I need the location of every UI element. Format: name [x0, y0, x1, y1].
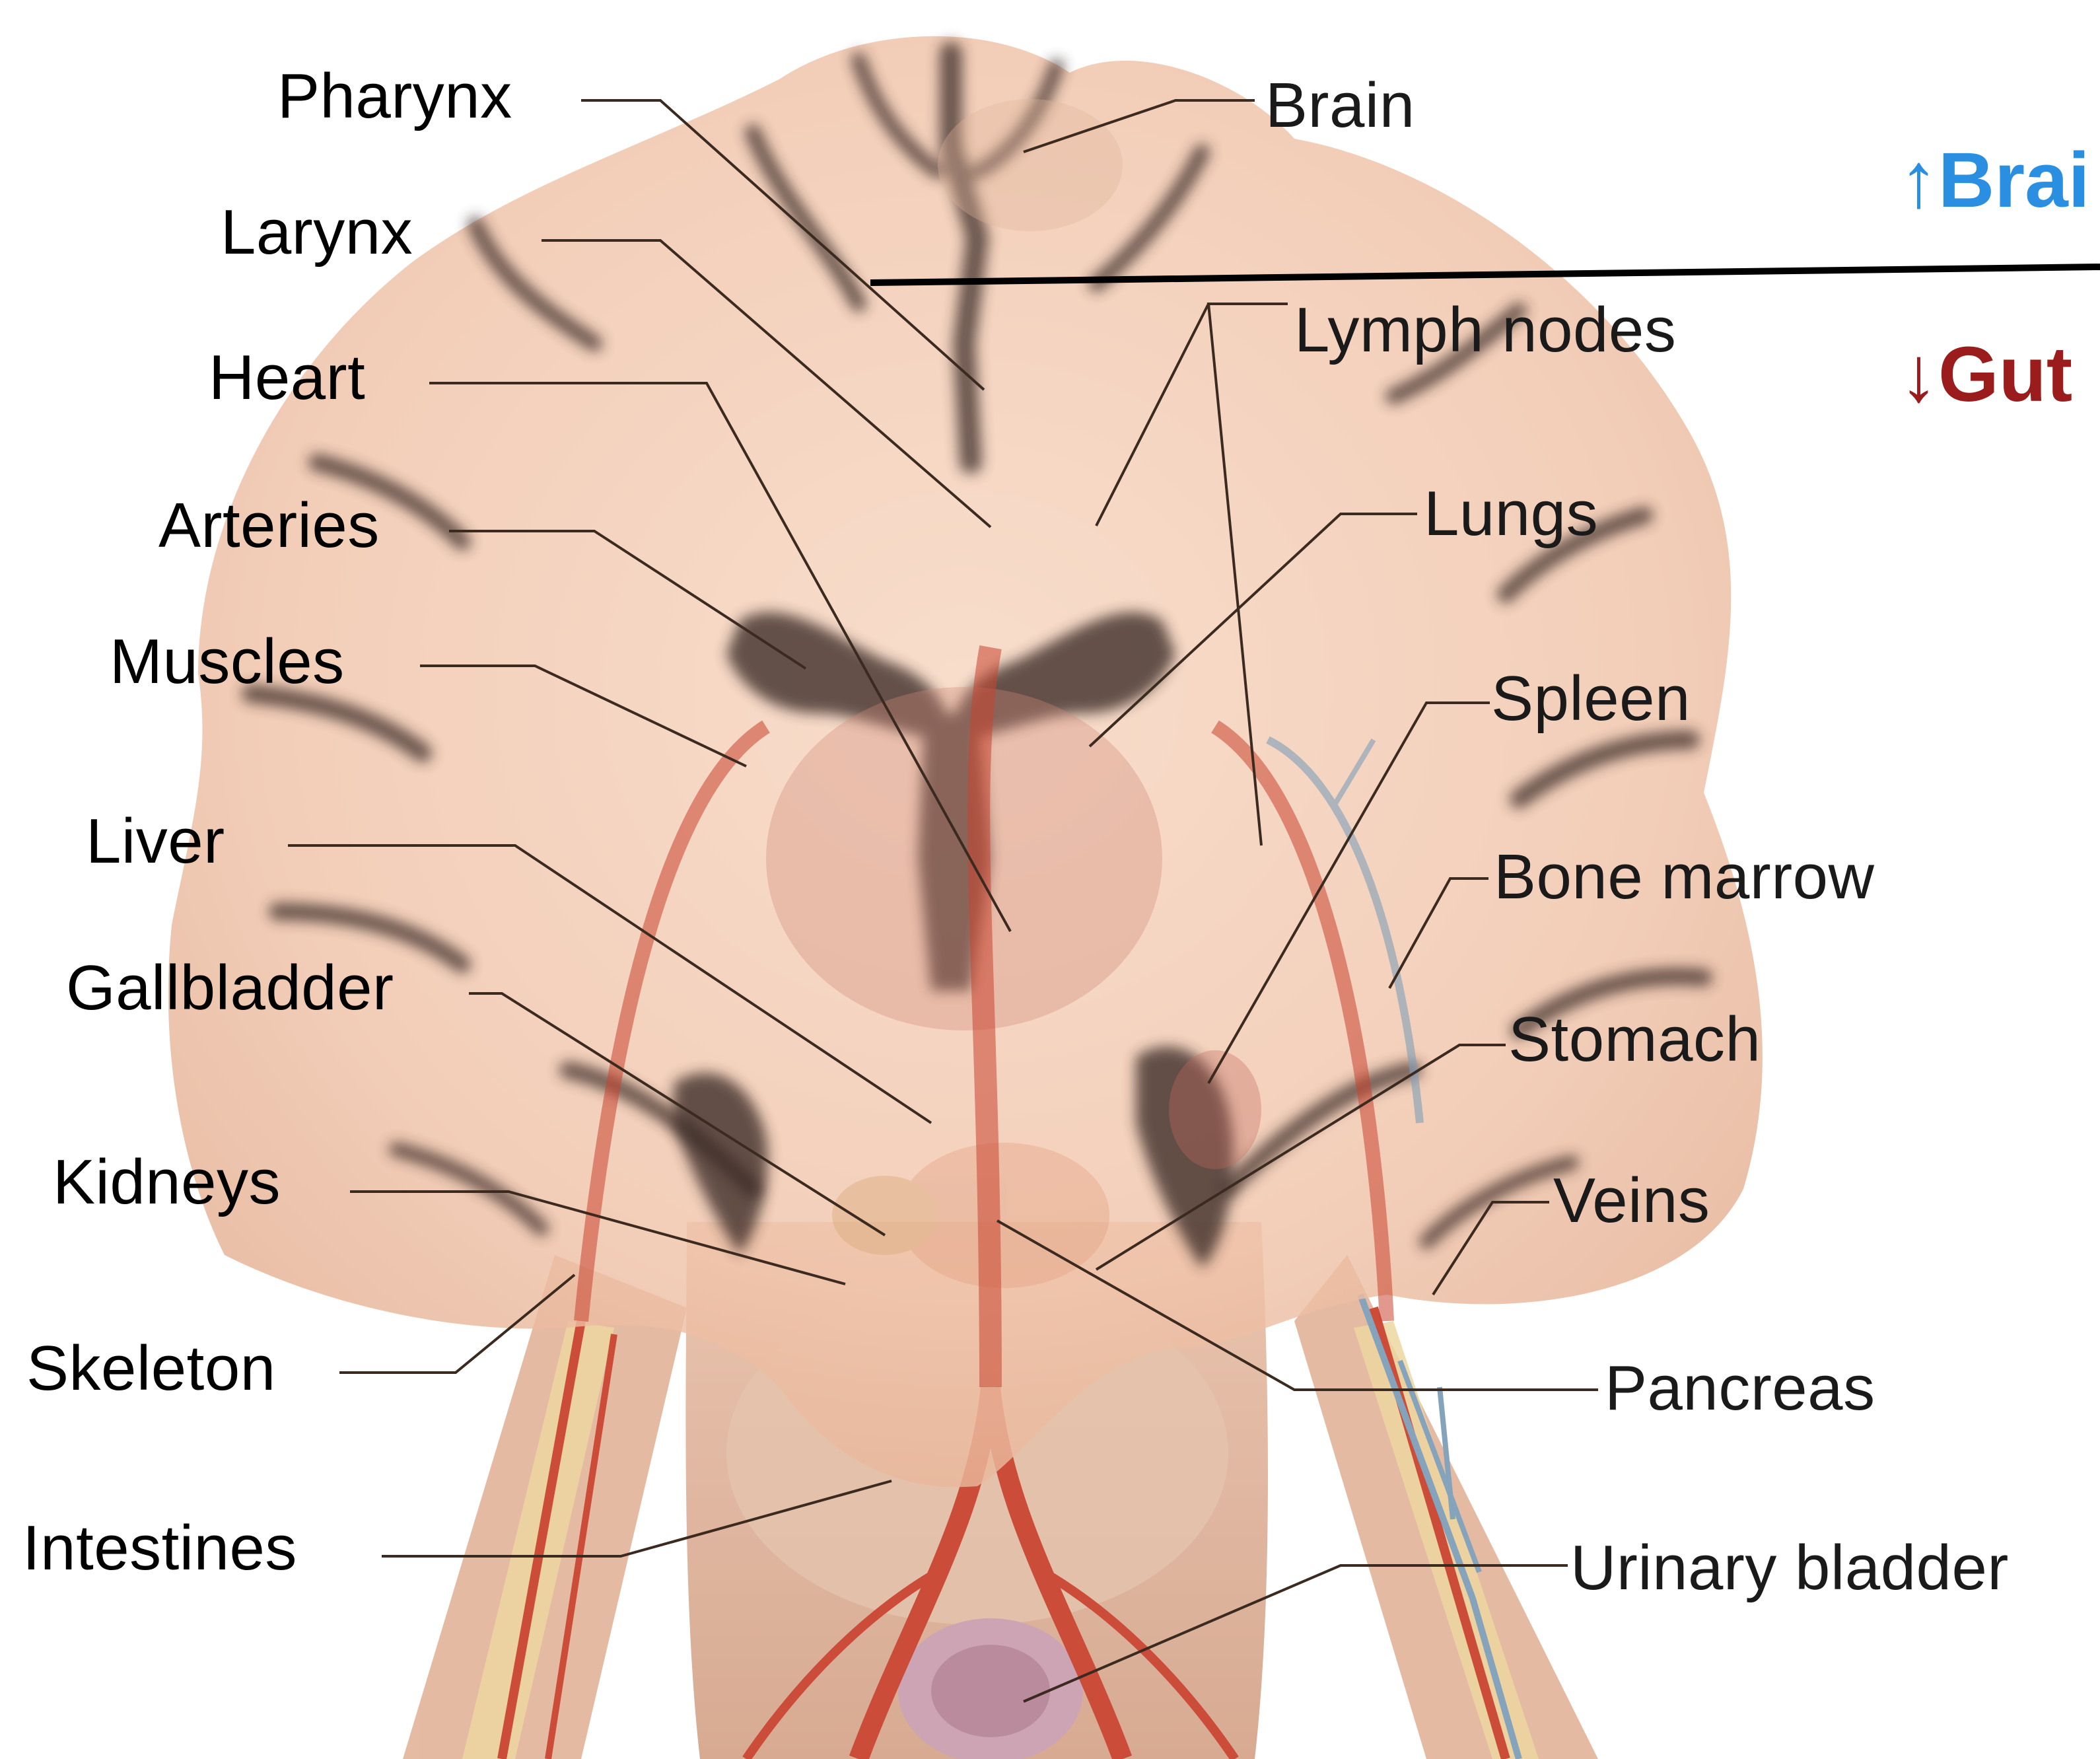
label-gallbladder: Gallbladder [66, 956, 394, 1020]
label-skeleton: Skeleton [26, 1337, 276, 1400]
label-intestines: Intestines [22, 1517, 297, 1580]
label-pancreas: Pancreas [1605, 1357, 1875, 1420]
label-lymph-nodes: Lymph nodes [1294, 299, 1676, 362]
label-larynx: Larynx [221, 201, 413, 264]
label-stomach: Stomach [1508, 1008, 1761, 1071]
label-veins: Veins [1553, 1169, 1710, 1233]
label-brain: Brain [1265, 74, 1415, 137]
label-kidneys: Kidneys [53, 1151, 281, 1214]
label-arteries: Arteries [158, 494, 380, 557]
label-urinary-bladder: Urinary bladder [1570, 1536, 2009, 1600]
label-heart: Heart [209, 346, 365, 410]
label-liver: Liver [86, 810, 225, 873]
label-pharynx: Pharynx [277, 65, 512, 128]
brain-up-label: ↑Brai [1899, 141, 2090, 219]
label-lungs: Lungs [1424, 482, 1598, 546]
label-spleen: Spleen [1491, 667, 1691, 731]
label-bone-marrow: Bone marrow [1494, 845, 1874, 909]
gut-down-label: ↓Gut [1899, 336, 2072, 413]
label-muscles: Muscles [110, 630, 345, 694]
